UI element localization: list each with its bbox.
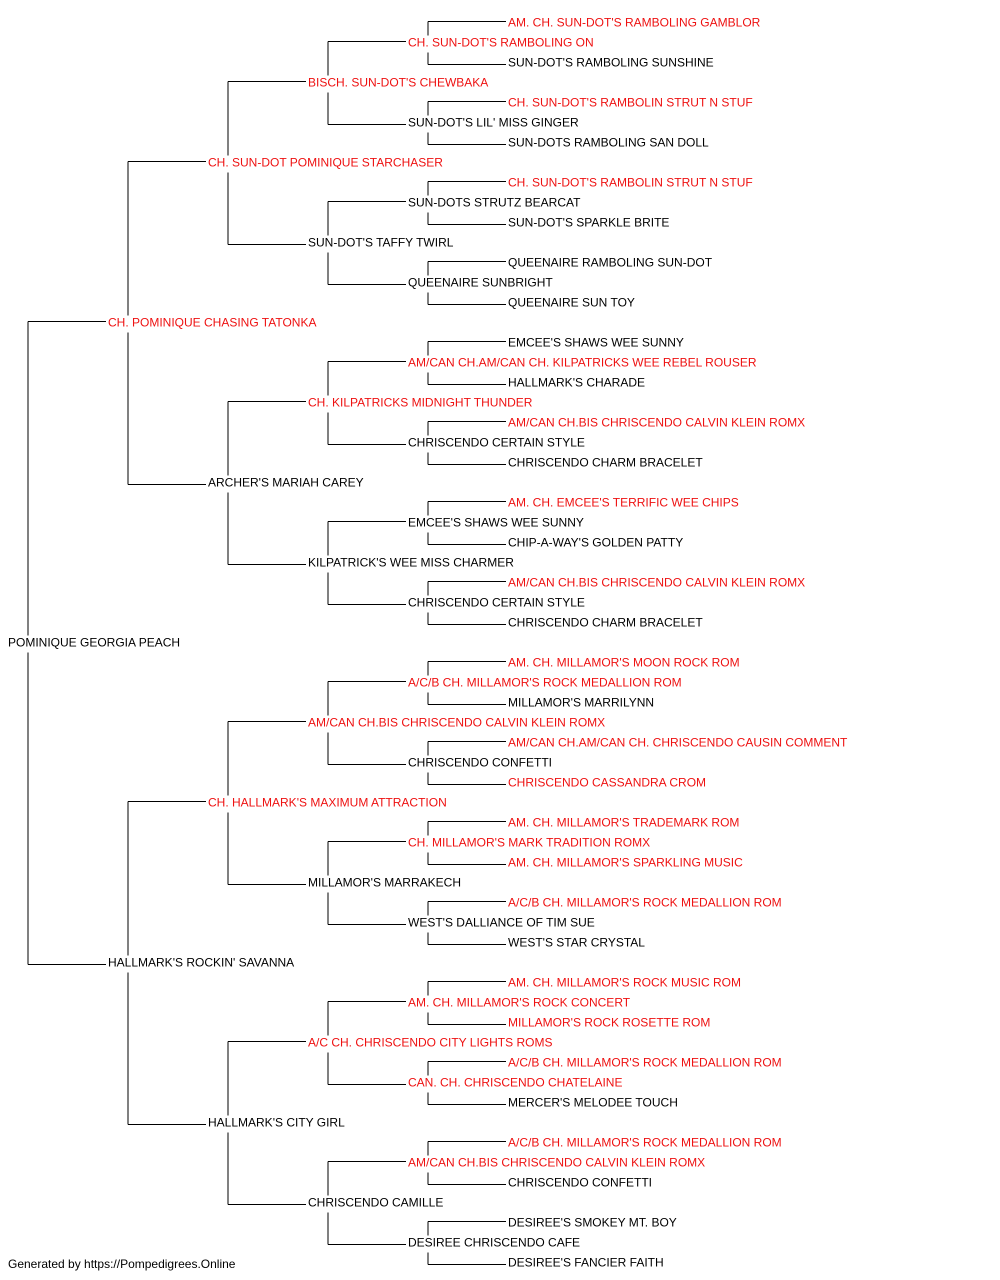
dog-name-gen5: AM. CH. MILLAMOR'S MOON ROCK ROM [508,656,740,670]
generated-by-footer: Generated by https://Pompedigrees.Online [8,1257,236,1271]
dog-name-gen5: AM/CAN CH.BIS CHRISCENDO CALVIN KLEIN RO… [508,416,805,430]
dog-name-gen5: CHRISCENDO CONFETTI [508,1176,652,1190]
dog-name-gen5: MILLAMOR'S ROCK ROSETTE ROM [508,1016,710,1030]
dog-name-gen5: AM. CH. EMCEE'S TERRIFIC WEE CHIPS [508,496,739,510]
dog-name-gen5: WEST'S STAR CRYSTAL [508,936,645,950]
dog-name-gen5: CHRISCENDO CHARM BRACELET [508,616,703,630]
dog-name-gen4: QUEENAIRE SUNBRIGHT [408,276,553,290]
dog-name-gen2: HALLMARK'S CITY GIRL [208,1116,345,1130]
dog-name-gen3: CHRISCENDO CAMILLE [308,1196,443,1210]
dog-name-gen3: MILLAMOR'S MARRAKECH [308,876,461,890]
dog-name-gen4: AM/CAN CH.AM/CAN CH. KILPATRICKS WEE REB… [408,356,757,370]
dog-name-gen5: DESIREE'S FANCIER FAITH [508,1256,664,1270]
dog-name-gen4: CHRISCENDO CERTAIN STYLE [408,436,585,450]
dog-name-gen4: AM. CH. MILLAMOR'S ROCK CONCERT [408,996,631,1010]
dog-name-gen4: CH. SUN-DOT'S RAMBOLING ON [408,36,594,50]
dog-name-gen5: QUEENAIRE RAMBOLING SUN-DOT [508,256,713,270]
dog-name-gen3: SUN-DOT'S TAFFY TWIRL [308,236,454,250]
dog-name-gen5: AM/CAN CH.AM/CAN CH. CHRISCENDO CAUSIN C… [508,736,848,750]
dog-name-gen5: SUN-DOTS RAMBOLING SAN DOLL [508,136,709,150]
dog-name-gen1: HALLMARK'S ROCKIN' SAVANNA [108,956,294,970]
dog-name-gen5: HALLMARK'S CHARADE [508,376,645,390]
pedigree-names: POMINIQUE GEORGIA PEACH CH. POMINIQUE CHA… [8,16,848,1270]
dog-name-gen4: CHRISCENDO CONFETTI [408,756,552,770]
dog-name-gen3: KILPATRICK'S WEE MISS CHARMER [308,556,514,570]
dog-name-gen5: AM. CH. MILLAMOR'S TRADEMARK ROM [508,816,739,830]
dog-name-gen4: CHRISCENDO CERTAIN STYLE [408,596,585,610]
dog-name-gen4: DESIREE CHRISCENDO CAFE [408,1236,580,1250]
dog-name-gen2: CH. SUN-DOT POMINIQUE STARCHASER [208,156,443,170]
dog-name-gen2: CH. HALLMARK'S MAXIMUM ATTRACTION [208,796,447,810]
dog-name-gen5: SUN-DOT'S RAMBOLING SUNSHINE [508,56,714,70]
dog-name-gen3: AM/CAN CH.BIS CHRISCENDO CALVIN KLEIN RO… [308,716,605,730]
dog-name-gen5: CHIP-A-WAY'S GOLDEN PATTY [508,536,683,550]
dog-name-gen5: CHRISCENDO CHARM BRACELET [508,456,703,470]
dog-name-gen5: AM/CAN CH.BIS CHRISCENDO CALVIN KLEIN RO… [508,576,805,590]
dog-name-gen4: AM/CAN CH.BIS CHRISCENDO CALVIN KLEIN RO… [408,1156,705,1170]
dog-name-gen4: CAN. CH. CHRISCENDO CHATELAINE [408,1076,622,1090]
dog-name-gen5: EMCEE'S SHAWS WEE SUNNY [508,336,684,350]
dog-name-gen5: DESIREE'S SMOKEY MT. BOY [508,1216,677,1230]
dog-name-gen4: EMCEE'S SHAWS WEE SUNNY [408,516,584,530]
dog-name-gen3: BISCH. SUN-DOT'S CHEWBAKA [308,76,488,90]
dog-name-gen5: MERCER'S MELODEE TOUCH [508,1096,678,1110]
dog-name-gen4: CH. MILLAMOR'S MARK TRADITION ROMX [408,836,650,850]
dog-name-gen5: CH. SUN-DOT'S RAMBOLIN STRUT N STUF [508,176,753,190]
dog-name-gen4: SUN-DOTS STRUTZ BEARCAT [408,196,581,210]
dog-name-gen5: A/C/B CH. MILLAMOR'S ROCK MEDALLION ROM [508,1056,782,1070]
pedigree-connectors [27,21,506,1265]
dog-name-gen5: AM. CH. SUN-DOT'S RAMBOLING GAMBLOR [508,16,761,30]
dog-name-gen5: A/C/B CH. MILLAMOR'S ROCK MEDALLION ROM [508,1136,782,1150]
dog-name-gen5: AM. CH. MILLAMOR'S SPARKLING MUSIC [508,856,743,870]
dog-name-gen3: CH. KILPATRICKS MIDNIGHT THUNDER [308,396,533,410]
dog-name-gen3: A/C CH. CHRISCENDO CITY LIGHTS ROMS [308,1036,552,1050]
dog-name-gen5: SUN-DOT'S SPARKLE BRITE [508,216,669,230]
dog-name-gen5: QUEENAIRE SUN TOY [508,296,635,310]
dog-name-gen5: CHRISCENDO CASSANDRA CROM [508,776,706,790]
dog-name-gen2: ARCHER'S MARIAH CAREY [208,476,364,490]
dog-name-gen5: AM. CH. MILLAMOR'S ROCK MUSIC ROM [508,976,741,990]
dog-name-gen0: POMINIQUE GEORGIA PEACH [8,636,180,650]
dog-name-gen1: CH. POMINIQUE CHASING TATONKA [108,316,316,330]
dog-name-gen5: CH. SUN-DOT'S RAMBOLIN STRUT N STUF [508,96,753,110]
dog-name-gen5: A/C/B CH. MILLAMOR'S ROCK MEDALLION ROM [508,896,782,910]
dog-name-gen4: SUN-DOT'S LIL' MISS GINGER [408,116,579,130]
dog-name-gen4: A/C/B CH. MILLAMOR'S ROCK MEDALLION ROM [408,676,682,690]
dog-name-gen5: MILLAMOR'S MARRILYNN [508,696,654,710]
dog-name-gen4: WEST'S DALLIANCE OF TIM SUE [408,916,595,930]
